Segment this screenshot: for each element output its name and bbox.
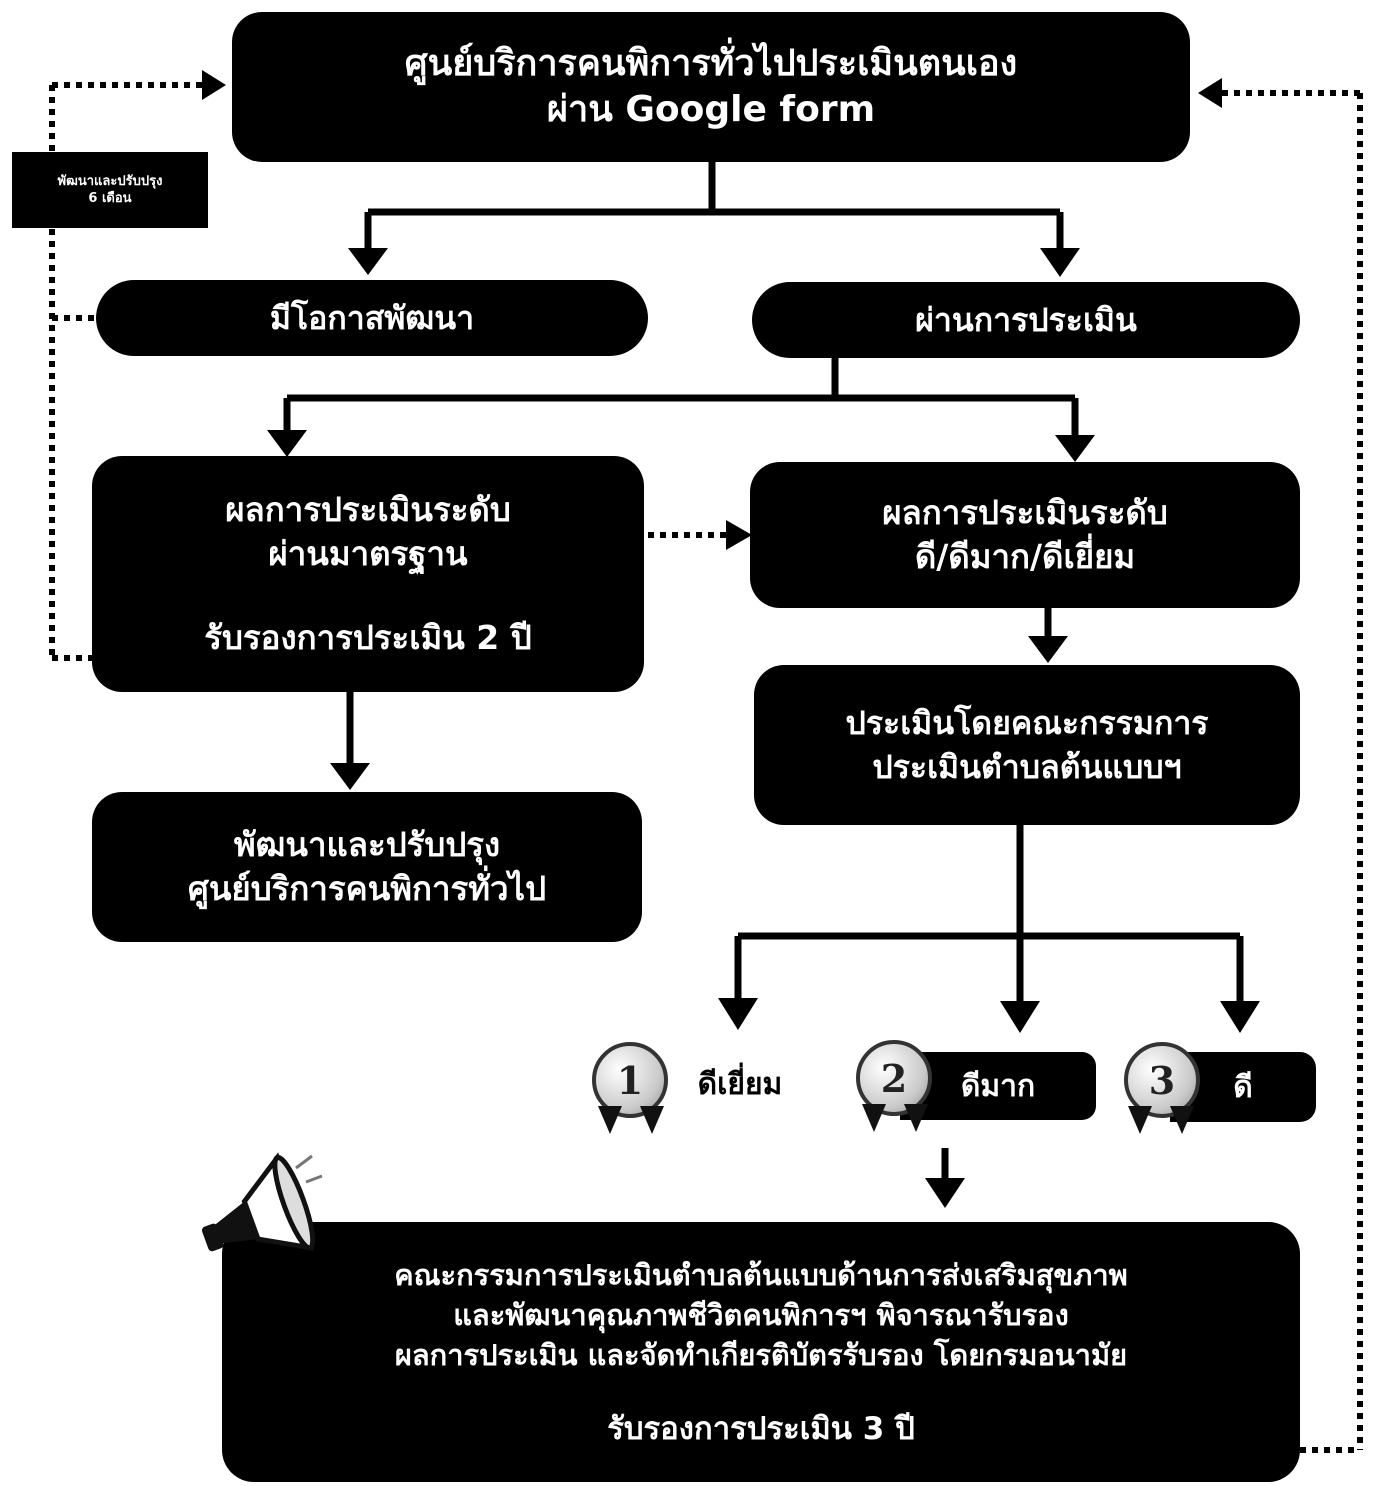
final-line4: รับรองการประเมิน 3 ปี — [607, 1411, 915, 1447]
level-very-good-label: ดีมาก — [900, 1052, 1096, 1120]
standard-line1: ผลการประเมินระดับ — [225, 490, 511, 529]
develop-opportunity-node: มีโอกาสพัฒนา — [96, 280, 648, 356]
committee-node: ประเมินโดยคณะกรรมการ ประเมินตำบลต้นแบบฯ — [754, 665, 1300, 825]
megaphone-icon — [201, 1152, 323, 1252]
medal-rank-1: 1 — [616, 1057, 644, 1103]
committee-line2: ประเมินตำบลต้นแบบฯ — [872, 748, 1182, 786]
self-assessment-node: ศูนย์บริการคนพิการทั่วไปประเมินตนเอง ผ่า… — [232, 12, 1190, 162]
improve-node: พัฒนาและปรับปรุง ศูนย์บริการคนพิการทั่วไ… — [92, 792, 642, 942]
medal-icon-1: 1 — [592, 1042, 668, 1118]
good-levels-line2: ดี/ดีมาก/ดีเยี่ยม — [914, 537, 1136, 576]
standard-line3: รับรองการประเมิน 2 ปี — [204, 618, 532, 657]
standard-line2: ผ่านมาตรฐาน — [268, 534, 468, 573]
final-line1: คณะกรรมการประเมินตำบลต้นแบบด้านการส่งเสร… — [394, 1258, 1128, 1292]
develop-opportunity-label: มีโอกาสพัฒนา — [269, 298, 475, 337]
improve-line1: พัฒนาและปรับปรุง — [233, 825, 501, 864]
side-note: พัฒนาและปรับปรุง 6 เดือน — [12, 152, 208, 228]
standard-result-node: ผลการประเมินระดับ ผ่านมาตรฐาน รับรองการป… — [92, 456, 644, 692]
side-note-line2: 6 เดือน — [88, 191, 132, 206]
final-certification-node: คณะกรรมการประเมินตำบลต้นแบบด้านการส่งเสร… — [222, 1222, 1300, 1482]
passed-node: ผ่านการประเมิน — [752, 282, 1300, 358]
medal-icon-2: 2 — [856, 1040, 932, 1116]
self-assessment-line1: ศูนย์บริการคนพิการทั่วไปประเมินตนเอง — [404, 43, 1018, 84]
medal-rank-2: 2 — [880, 1055, 908, 1101]
ribbon-icon — [598, 1106, 622, 1134]
passed-label: ผ่านการประเมิน — [915, 300, 1137, 339]
good-levels-line1: ผลการประเมินระดับ — [882, 493, 1168, 532]
side-note-line1: พัฒนาและปรับปรุง — [57, 174, 163, 189]
final-line2: และพัฒนาคุณภาพชีวิตคนพิการฯ พิจารณารับรอ… — [453, 1298, 1069, 1332]
ribbon-icon — [904, 1104, 928, 1132]
ribbon-icon — [862, 1104, 886, 1132]
ribbon-icon — [1128, 1106, 1152, 1134]
medal-rank-3: 3 — [1148, 1057, 1176, 1103]
final-line3: ผลการประเมิน และจัดทำเกียรติบัตรรับรอง โ… — [394, 1338, 1128, 1372]
level-excellent-label: ดีเยี่ยม — [697, 1066, 783, 1102]
medal-icon-3: 3 — [1124, 1042, 1200, 1118]
good-levels-result-node: ผลการประเมินระดับ ดี/ดีมาก/ดีเยี่ยม — [750, 462, 1300, 608]
self-assessment-line2: ผ่าน Google form — [546, 89, 876, 130]
committee-line1: ประเมินโดยคณะกรรมการ — [845, 704, 1209, 742]
ribbon-icon — [640, 1106, 664, 1134]
improve-line2: ศูนย์บริการคนพิการทั่วไป — [187, 869, 547, 908]
ribbon-icon — [1170, 1106, 1194, 1134]
